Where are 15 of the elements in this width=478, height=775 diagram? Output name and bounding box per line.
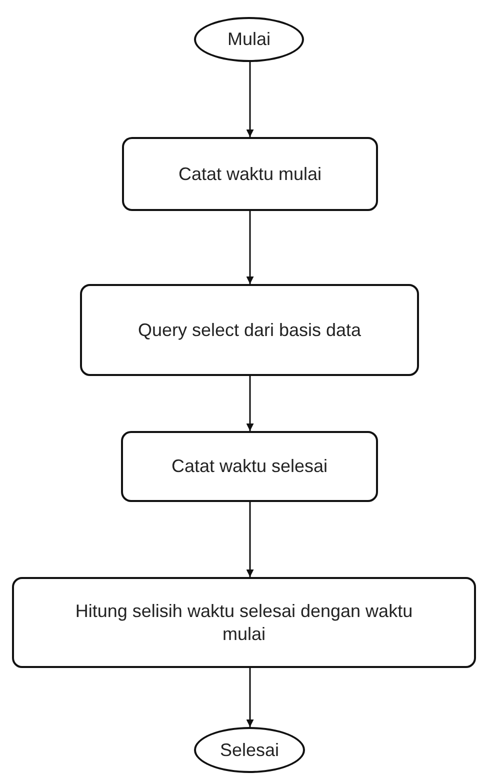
arrow [246,62,254,137]
process-box [12,577,476,668]
process-box [80,284,419,376]
process-box [121,431,378,502]
process-box [122,137,378,211]
node-label: Hitung selisih waktu selesai dengan waktu mulai [74,600,414,645]
node-label: Catat waktu mulai [178,162,322,186]
node-label: Mulai [227,28,270,51]
arrow [246,376,254,431]
arrow [246,668,254,727]
arrow [246,502,254,577]
node-label: Catat waktu selesai [171,455,328,478]
node-label: Selesai [220,738,280,762]
arrow [246,211,254,284]
node-label: Query select dari basis data [138,318,362,342]
